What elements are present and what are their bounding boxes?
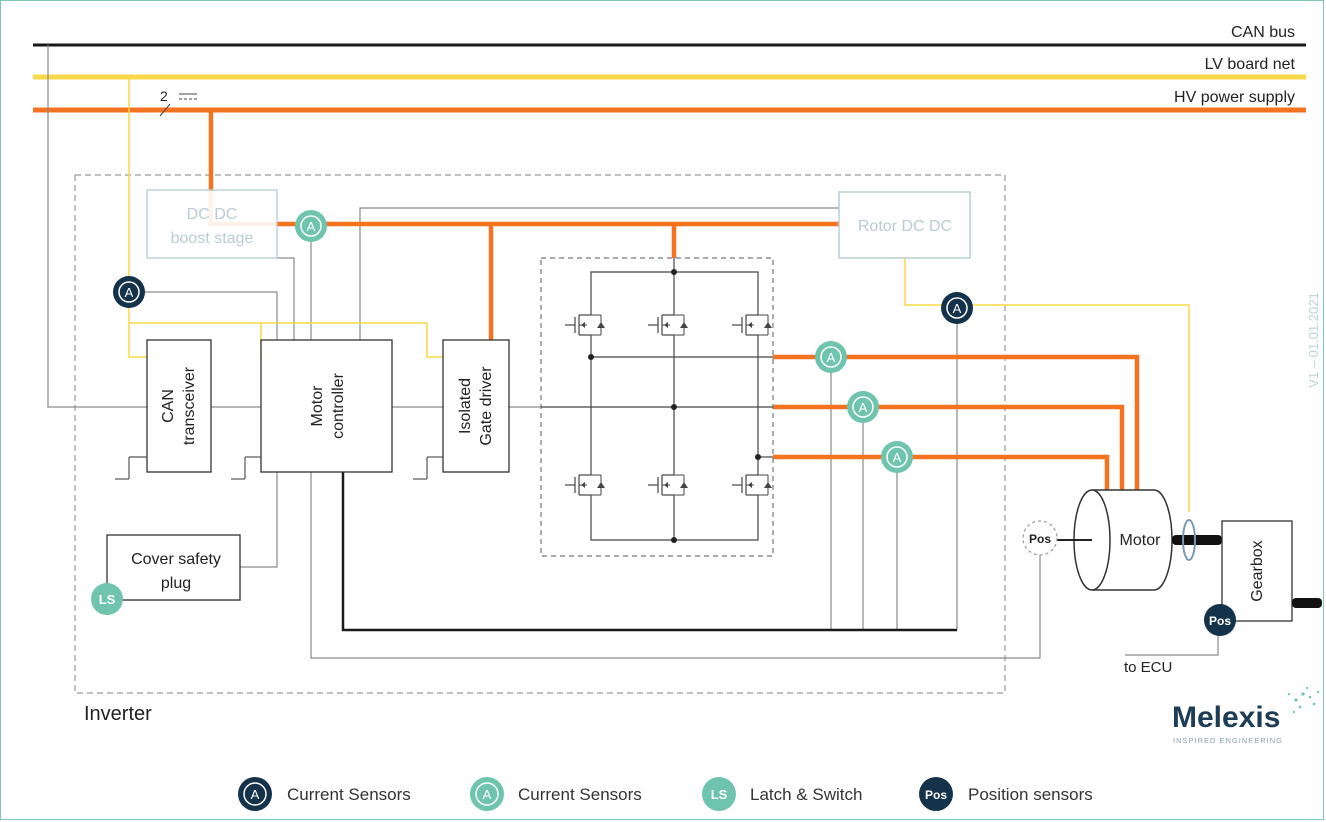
melexis-tagline: INSPIRED ENGINEERING <box>1173 736 1283 745</box>
mosfet-high-2 <box>647 304 689 346</box>
legend-label-latch-switch: Latch & Switch <box>750 785 862 804</box>
hv-power-supply-label: HV power supply <box>1174 89 1295 106</box>
gate-driver-block <box>442 339 510 473</box>
svg-text:A: A <box>251 787 260 802</box>
melexis-logo: Melexis <box>1172 701 1280 734</box>
can-transceiver-block <box>146 339 212 473</box>
legend-icon-light-current: A <box>470 777 504 811</box>
motor-label: Motor <box>1120 532 1162 549</box>
hv-wire-count: 2 <box>160 88 168 104</box>
svg-text:Pos: Pos <box>1029 532 1051 546</box>
gate-driver-label-1: Isolated <box>457 378 474 434</box>
svg-text:A: A <box>307 219 316 234</box>
rotor-dcdc-label: Rotor DC DC <box>858 218 952 235</box>
svg-text:Pos: Pos <box>925 788 947 802</box>
position-sensor-motor: Pos <box>1022 520 1058 556</box>
motor-shaft <box>1172 535 1222 545</box>
motor-controller-block <box>260 339 393 473</box>
mosfet-low-3 <box>731 464 773 506</box>
gate-driver-label-2: Gate driver <box>478 366 495 446</box>
svg-text:LS: LS <box>711 787 728 802</box>
motor-controller-label-1: Motor <box>309 385 326 427</box>
can-bus-label: CAN bus <box>1231 24 1295 41</box>
gearbox-output-shaft <box>1292 598 1322 608</box>
current-sensor-rotor: A <box>941 292 973 324</box>
mosfet-high-1 <box>564 304 606 346</box>
cover-safety-label-1: Cover safety <box>131 551 221 568</box>
dcdc-boost-block <box>146 189 278 259</box>
svg-text:A: A <box>827 350 836 365</box>
to-ecu-label: to ECU <box>1124 659 1172 676</box>
motor: Motor <box>1050 489 1173 591</box>
latch-switch-sensor: LS <box>91 583 123 615</box>
svg-text:Pos: Pos <box>1209 614 1231 628</box>
svg-text:A: A <box>859 400 868 415</box>
sensor-feedback-wire <box>341 472 957 632</box>
legend: A Current Sensors A Current Sensors LS L… <box>238 777 1093 811</box>
can-transceiver-label-1: CAN <box>160 389 177 423</box>
svg-text:A: A <box>893 450 902 465</box>
cover-safety-plug-block <box>106 534 241 601</box>
ground-symbol-can <box>114 456 130 480</box>
svg-text:A: A <box>483 787 492 802</box>
gearbox-block <box>1221 520 1293 622</box>
dcdc-label-1: DC DC <box>187 206 238 223</box>
legend-label-position: Position sensors <box>968 785 1093 804</box>
current-sensor-dcdc: A <box>295 210 327 242</box>
position-sensor-gearbox: Pos <box>1204 604 1236 636</box>
ground-symbol-gate <box>412 456 428 480</box>
motor-controller-label-2: controller <box>330 372 347 438</box>
inverter-boundary <box>74 174 1006 694</box>
current-sensor-phase-w: A <box>881 441 913 473</box>
mosfet-high-3 <box>731 304 773 346</box>
lv-board-net-label: LV board net <box>1205 56 1296 73</box>
current-sensor-phase-v: A <box>847 391 879 423</box>
bridge-wiring <box>541 258 773 541</box>
ground-symbol-controller <box>230 456 246 480</box>
svg-text:LS: LS <box>99 592 116 607</box>
mosfet-low-2 <box>647 464 689 506</box>
legend-icon-position: Pos <box>919 777 953 811</box>
current-sensor-phase-u: A <box>815 341 847 373</box>
hv-slash <box>159 103 171 117</box>
can-transceiver-label-2: transceiver <box>181 366 198 445</box>
legend-icon-latch-switch: LS <box>702 777 736 811</box>
rotor-dcdc-block <box>838 191 971 259</box>
legend-icon-dark-current: A <box>238 777 272 811</box>
legend-label-light-current: Current Sensors <box>518 785 642 804</box>
logo-dots <box>1287 686 1320 714</box>
version-label: V1 – 01.01.2021 <box>1306 292 1321 387</box>
cover-safety-label-2: plug <box>161 575 191 592</box>
legend-label-dark-current: Current Sensors <box>287 785 411 804</box>
svg-text:A: A <box>953 301 962 316</box>
dcdc-label-2: boost stage <box>171 230 254 247</box>
inverter-label: Inverter <box>84 703 152 725</box>
svg-text:A: A <box>125 285 134 300</box>
gearbox-label: Gearbox <box>1249 540 1266 601</box>
mosfet-low-1 <box>564 464 606 506</box>
current-sensor-can: A <box>113 276 145 308</box>
shaft-coupling <box>1182 519 1196 561</box>
